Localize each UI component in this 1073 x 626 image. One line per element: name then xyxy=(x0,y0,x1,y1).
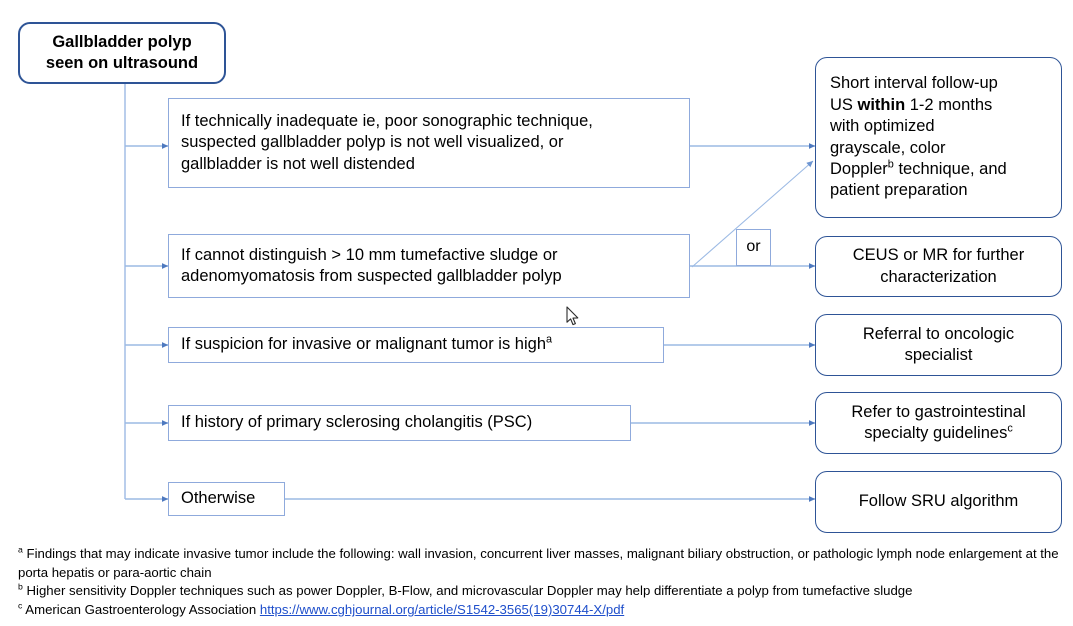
node-condition-suspicion-malignant[interactable]: If suspicion for invasive or malignant t… xyxy=(168,327,664,363)
node-root-gallbladder-polyp[interactable]: Gallbladder polyp seen on ultrasound xyxy=(18,22,226,84)
node-condition-psc-history[interactable]: If history of primary sclerosing cholang… xyxy=(168,405,631,441)
node-condition-otherwise[interactable]: Otherwise xyxy=(168,482,285,516)
outcome-1-text: Short interval follow-up US within 1-2 m… xyxy=(830,74,1007,200)
footnote-c-link[interactable]: https://www.cghjournal.org/article/S1542… xyxy=(259,602,625,618)
outcome-4-text: Refer to gastrointestinal specialty guid… xyxy=(851,402,1026,442)
condition-2-text: If cannot distinguish > 10 mm tumefactiv… xyxy=(181,245,562,285)
outcome-3-text: Referral to oncologic specialist xyxy=(862,324,1015,364)
node-condition-technically-inadequate[interactable]: If technically inadequate ie, poor sonog… xyxy=(168,98,690,188)
footnote-a-marker: a xyxy=(18,544,23,555)
node-outcome-ceus-or-mr[interactable]: CEUS or MR for further characterization xyxy=(815,236,1062,297)
node-outcome-short-interval-followup[interactable]: Short interval follow-up US within 1-2 m… xyxy=(815,57,1062,218)
or-label-text: or xyxy=(746,238,761,256)
mouse-cursor xyxy=(566,306,579,326)
node-outcome-gi-referral[interactable]: Refer to gastrointestinal specialty guid… xyxy=(815,392,1062,454)
outcome-2-text: CEUS or MR for further characterization xyxy=(852,246,1025,286)
node-condition-cannot-distinguish[interactable]: If cannot distinguish > 10 mm tumefactiv… xyxy=(168,234,690,298)
condition-4-text: If history of primary sclerosing cholang… xyxy=(181,413,533,432)
condition-3-text: If suspicion for invasive or malignant t… xyxy=(181,333,553,354)
footnote-c-text: American Gastroenterology Association xyxy=(25,602,260,618)
root-text: Gallbladder polyp seen on ultrasound xyxy=(45,32,199,72)
condition-5-text: Otherwise xyxy=(181,489,256,508)
footnotes-block: a Findings that may indicate invasive tu… xyxy=(18,545,1063,620)
footnote-ref-b: b xyxy=(887,158,894,171)
footnote-b-marker: b xyxy=(18,582,23,593)
footnote-a-text: Findings that may indicate invasive tumo… xyxy=(18,546,1059,580)
outcome-5-text: Follow SRU algorithm xyxy=(858,492,1019,511)
footnote-ref-c: c xyxy=(1007,422,1013,435)
or-label-box: or xyxy=(736,229,771,266)
condition-1-text: If technically inadequate ie, poor sonog… xyxy=(181,111,593,173)
footnote-ref-a: a xyxy=(546,333,553,346)
footnote-b-text: Higher sensitivity Doppler techniques su… xyxy=(26,583,913,599)
footnote-b: b Higher sensitivity Doppler techniques … xyxy=(18,582,1063,601)
node-outcome-sru-algorithm[interactable]: Follow SRU algorithm xyxy=(815,471,1062,533)
footnote-c: c American Gastroenterology Association … xyxy=(18,601,1063,620)
node-outcome-oncologic-referral[interactable]: Referral to oncologic specialist xyxy=(815,314,1062,376)
footnote-c-marker: c xyxy=(18,600,23,611)
footnote-a: a Findings that may indicate invasive tu… xyxy=(18,545,1063,582)
